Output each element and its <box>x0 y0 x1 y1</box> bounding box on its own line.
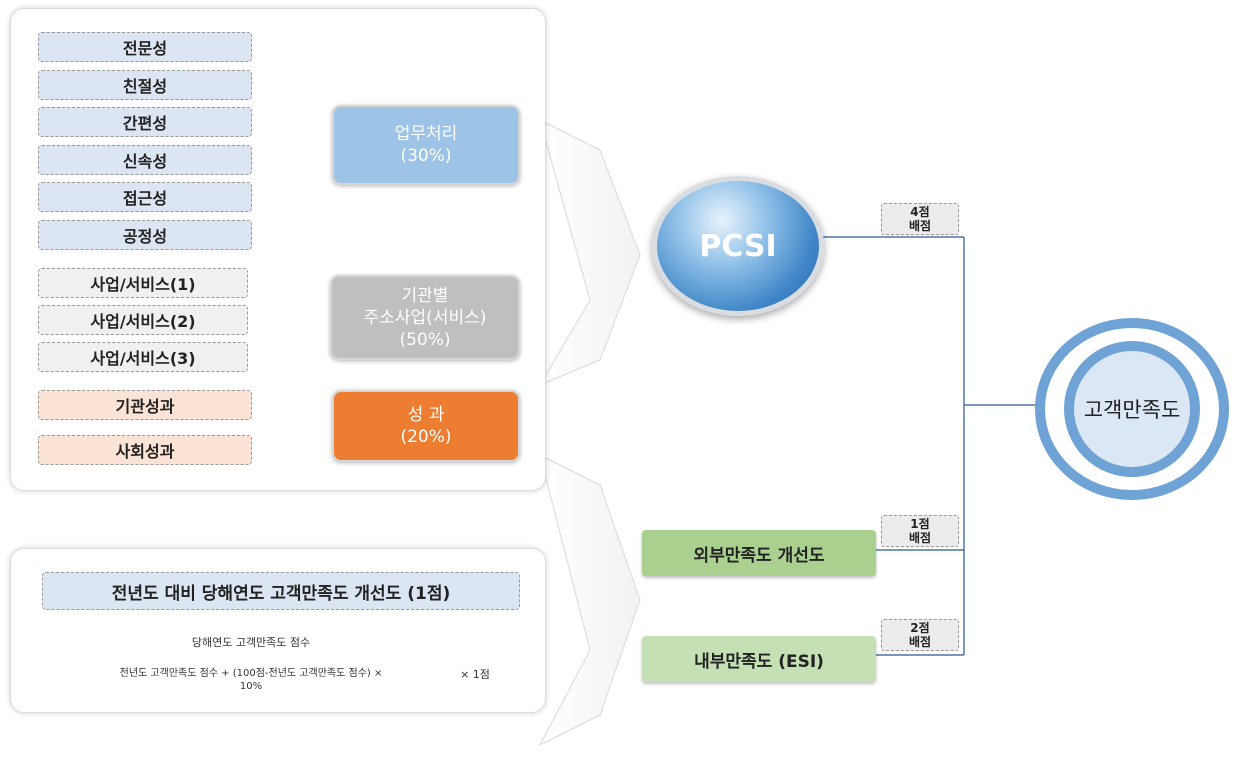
score-badge: 2점 배점 <box>881 619 959 651</box>
score-badge: 1점 배점 <box>881 515 959 547</box>
attribute-item: 기관성과 <box>38 390 252 420</box>
category-label: 업무처리 <box>394 124 458 144</box>
score-points: 4점 <box>910 205 930 219</box>
customer-satisfaction-target: 고객만족도 <box>1035 318 1229 500</box>
arrow-shape <box>538 454 641 747</box>
formula-denominator: 전년도 고객만족도 점수 + (100점-전년도 고객만족도 점수) × <box>119 668 383 679</box>
category-label: 기관별 <box>401 285 449 306</box>
score-badge: 4점 배점 <box>881 203 959 235</box>
attribute-item: 신속성 <box>38 145 252 175</box>
score-caption: 배점 <box>908 635 932 649</box>
pcsi-sphere: PCSI <box>652 176 824 316</box>
formula-multiplier: × 1점 <box>460 668 490 681</box>
category-box-work: 업무처리 (30%) <box>332 105 520 185</box>
score-caption: 배점 <box>908 531 932 545</box>
attribute-item: 사회성과 <box>38 435 252 465</box>
external-satisfaction-box: 외부만족도 개선도 <box>642 530 876 576</box>
category-box-service: 기관별 주소사업(서비스) (50%) <box>330 275 520 360</box>
score-points: 2점 <box>910 621 930 635</box>
attribute-item: 사업/서비스(3) <box>38 342 248 372</box>
category-label-sub: 주소사업(서비스) <box>363 307 487 328</box>
score-caption: 배점 <box>908 219 932 233</box>
pcsi-label: PCSI <box>699 228 777 264</box>
attribute-item: 접근성 <box>38 182 252 212</box>
category-label: 성 과 <box>407 405 445 425</box>
target-label: 고객만족도 <box>1083 398 1181 422</box>
attribute-item: 전문성 <box>38 32 252 62</box>
formula-title: 전년도 대비 당해연도 고객만족도 개선도 (1점) <box>42 572 520 610</box>
attribute-item: 간편성 <box>38 107 252 137</box>
attribute-item: 친절성 <box>38 70 252 100</box>
score-tree <box>820 236 1040 656</box>
attribute-item: 사업/서비스(2) <box>38 305 248 335</box>
formula-numerator: 당해연도 고객만족도 점수 <box>191 636 311 649</box>
category-percent: (20%) <box>400 427 452 447</box>
customer-satisfaction-inner: 고객만족도 <box>1064 341 1200 477</box>
arrow-shape <box>538 119 641 387</box>
formula-denominator-percent: 10% <box>239 681 263 692</box>
attribute-item: 사업/서비스(1) <box>38 268 248 298</box>
category-percent: (50%) <box>399 329 451 350</box>
internal-satisfaction-box: 내부만족도 (ESI) <box>642 636 876 682</box>
score-points: 1점 <box>910 517 930 531</box>
category-percent: (30%) <box>400 146 452 166</box>
attribute-item: 공정성 <box>38 220 252 250</box>
category-box-performance: 성 과 (20%) <box>332 390 520 462</box>
